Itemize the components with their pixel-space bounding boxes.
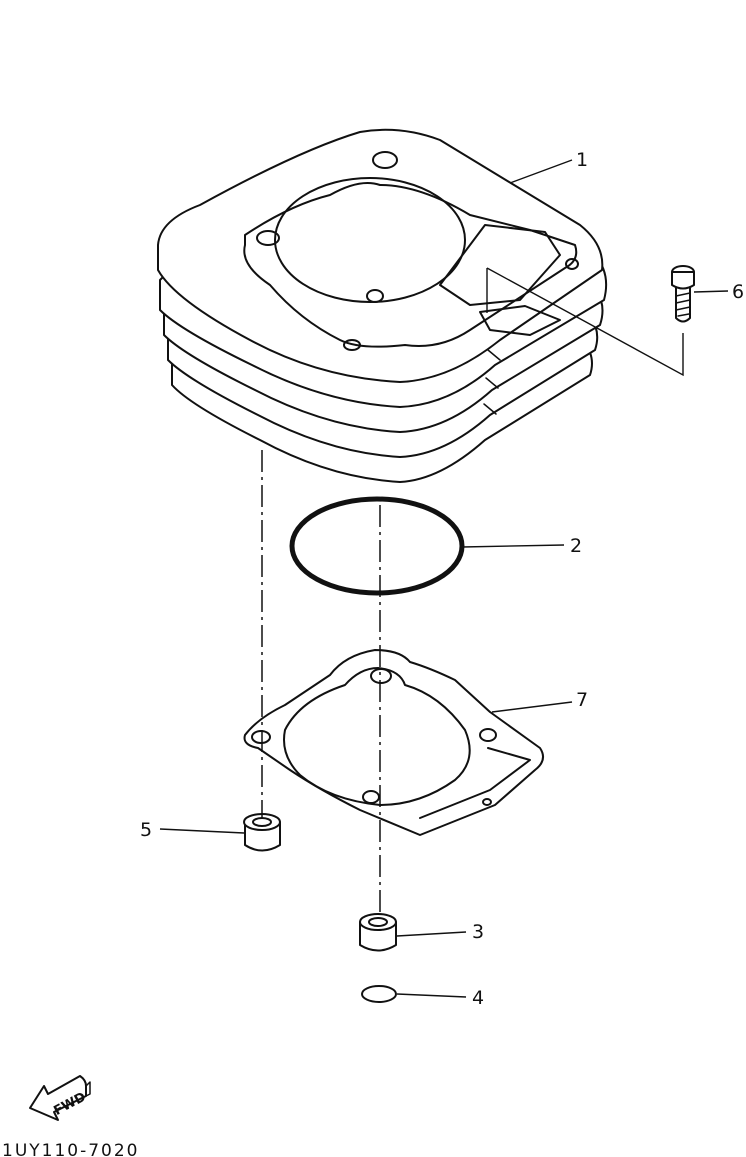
callout-5: 5 xyxy=(140,819,152,841)
callout-7: 7 xyxy=(576,689,588,711)
o-ring-part xyxy=(289,496,465,596)
dowel-pin-bottom-part xyxy=(359,913,397,952)
diagram-code: 1UY110-7020 xyxy=(2,1141,140,1157)
dowel-pin-left-part xyxy=(243,813,281,852)
fwd-arrow-icon: FWD xyxy=(29,1075,91,1121)
leader-6 xyxy=(693,290,729,293)
callout-6: 6 xyxy=(732,281,744,303)
cylinder-part xyxy=(157,128,608,483)
base-gasket-part xyxy=(243,649,545,836)
leader-5 xyxy=(159,828,245,834)
leader-1 xyxy=(509,159,573,184)
leader-3 xyxy=(396,931,467,937)
leader-4 xyxy=(396,993,467,998)
leader-2 xyxy=(461,544,565,548)
callout-4: 4 xyxy=(472,987,484,1009)
bolt-part xyxy=(671,265,695,323)
leader-7 xyxy=(491,701,573,713)
bolt-alignment-line-2 xyxy=(486,267,684,377)
small-o-ring-part xyxy=(361,985,397,1003)
callout-3: 3 xyxy=(472,921,484,943)
callout-1: 1 xyxy=(576,149,588,171)
callout-2: 2 xyxy=(570,535,582,557)
